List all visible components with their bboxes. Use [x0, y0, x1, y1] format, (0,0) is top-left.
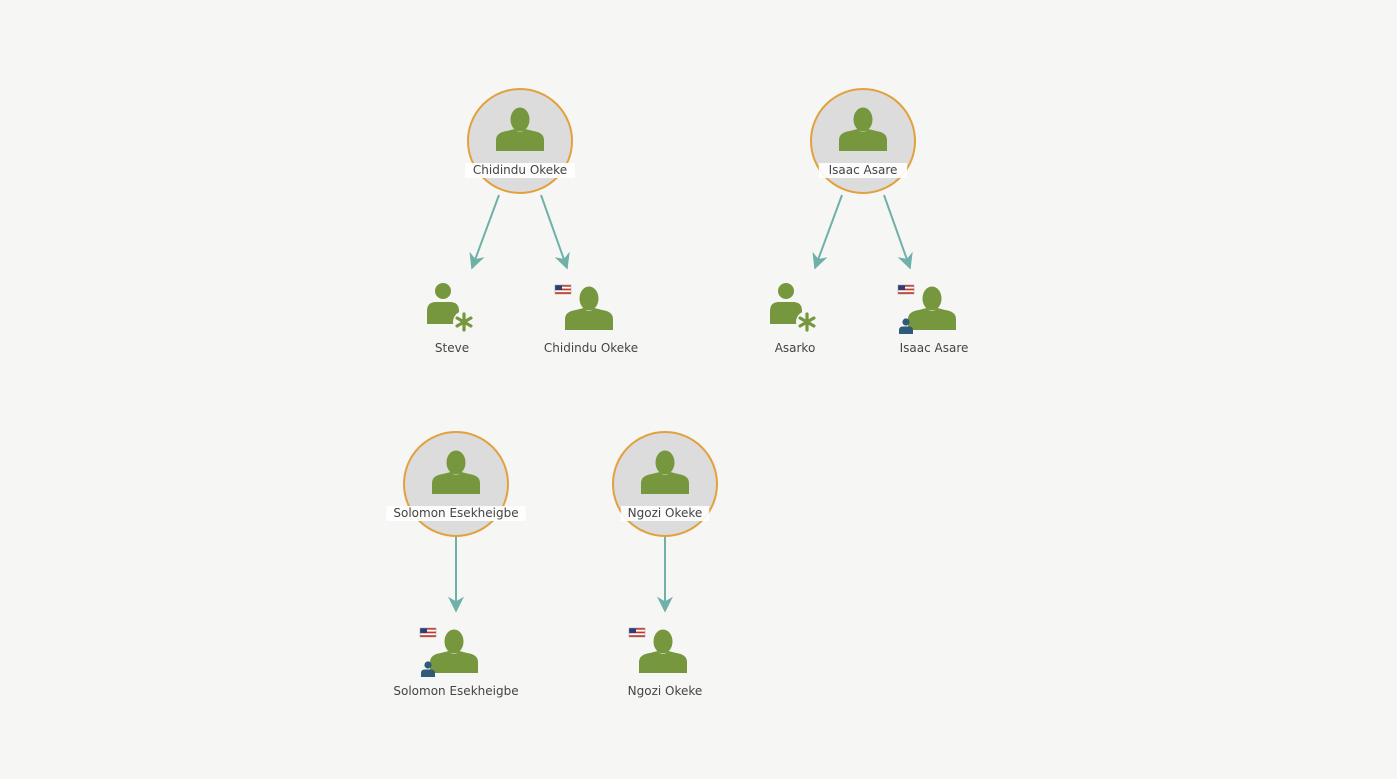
small-person-badge-icon [899, 318, 913, 334]
node-label: Asarko [775, 341, 816, 355]
label-background [620, 506, 710, 521]
us-flag-icon [419, 627, 437, 638]
person-icon [565, 286, 613, 330]
node-label: Steve [435, 341, 469, 355]
edges-layer [448, 194, 913, 613]
node-label: Isaac Asare [829, 163, 898, 177]
us-flag-icon [897, 284, 915, 295]
person-icon [427, 283, 459, 324]
small-person-badge-icon [421, 661, 435, 677]
edge-arrow [883, 194, 913, 270]
child-node[interactable]: Isaac Asare [897, 284, 969, 355]
child-node[interactable]: Steve [427, 283, 475, 355]
asterisk-icon [796, 311, 818, 333]
edge-arrow [540, 194, 570, 270]
person-icon [908, 286, 956, 330]
person-icon [430, 629, 478, 673]
node-label: Ngozi Okeke [628, 684, 703, 698]
person-icon [432, 450, 480, 494]
edge-arrow [469, 194, 500, 270]
parent-node[interactable]: Chidindu Okeke [464, 88, 576, 194]
label-background [464, 163, 576, 178]
label-background [818, 163, 908, 178]
person-icon [839, 107, 887, 151]
node-label: Chidindu Okeke [473, 163, 567, 177]
person-icon [639, 629, 687, 673]
node-label: Solomon Esekheigbe [393, 684, 518, 698]
node-label: Ngozi Okeke [628, 506, 703, 520]
node-label: Chidindu Okeke [544, 341, 638, 355]
person-icon [770, 283, 802, 324]
parent-node[interactable]: Ngozi Okeke [612, 431, 718, 537]
child-node[interactable]: Asarko [770, 283, 818, 355]
person-icon [496, 107, 544, 151]
edge-arrow [812, 194, 843, 270]
asterisk-icon [453, 311, 475, 333]
parent-node[interactable]: Isaac Asare [810, 88, 916, 194]
us-flag-icon [554, 284, 572, 295]
us-flag-icon [628, 627, 646, 638]
node-label: Solomon Esekheigbe [393, 506, 518, 520]
child-node[interactable]: Solomon Esekheigbe [393, 627, 519, 698]
child-node[interactable]: Ngozi Okeke [628, 627, 703, 698]
child-node[interactable]: Chidindu Okeke [544, 284, 638, 355]
person-icon [641, 450, 689, 494]
parent-node[interactable]: Solomon Esekheigbe [386, 431, 526, 537]
node-label: Isaac Asare [900, 341, 969, 355]
label-background [386, 506, 526, 521]
